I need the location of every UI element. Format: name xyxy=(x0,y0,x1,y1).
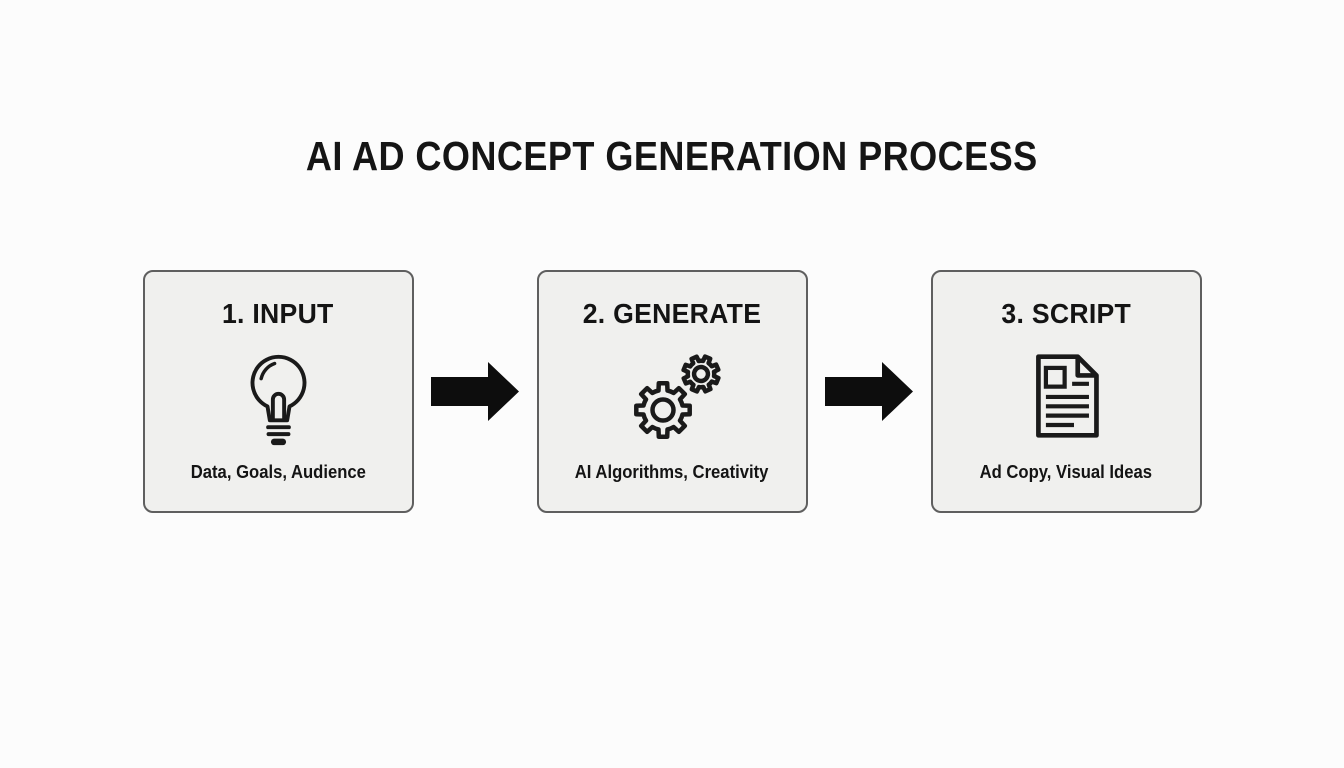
step-box-generate: 2. GENERATE AI Algorithms, Creativity xyxy=(536,270,808,513)
right-arrow-icon xyxy=(808,362,931,421)
step-caption-script: Ad Copy, Visual Ideas xyxy=(979,461,1153,482)
document-icon xyxy=(1029,334,1104,457)
page-title: AI AD CONCEPT GENERATION PROCESS xyxy=(306,133,1038,179)
step-heading-script: 3. SCRIPT xyxy=(1001,298,1131,329)
right-arrow-icon xyxy=(414,362,537,421)
step-caption-generate: AI Algorithms, Creativity xyxy=(575,461,769,482)
process-flow: 1. INPUT Data, Goals, Audience 2. GENERA… xyxy=(0,270,1344,513)
step-heading-generate: 2. GENERATE xyxy=(582,298,762,329)
diagram-header: AI AD CONCEPT GENERATION PROCESS xyxy=(0,133,1344,180)
gears-icon xyxy=(619,334,725,457)
lightbulb-icon xyxy=(235,334,322,457)
step-caption-input: Data, Goals, Audience xyxy=(190,461,366,482)
step-box-script: 3. SCRIPT Ad Copy, Visual Ideas xyxy=(930,270,1202,513)
step-heading-input: 1. INPUT xyxy=(222,298,334,329)
step-box-input: 1. INPUT Data, Goals, Audience xyxy=(142,270,414,513)
